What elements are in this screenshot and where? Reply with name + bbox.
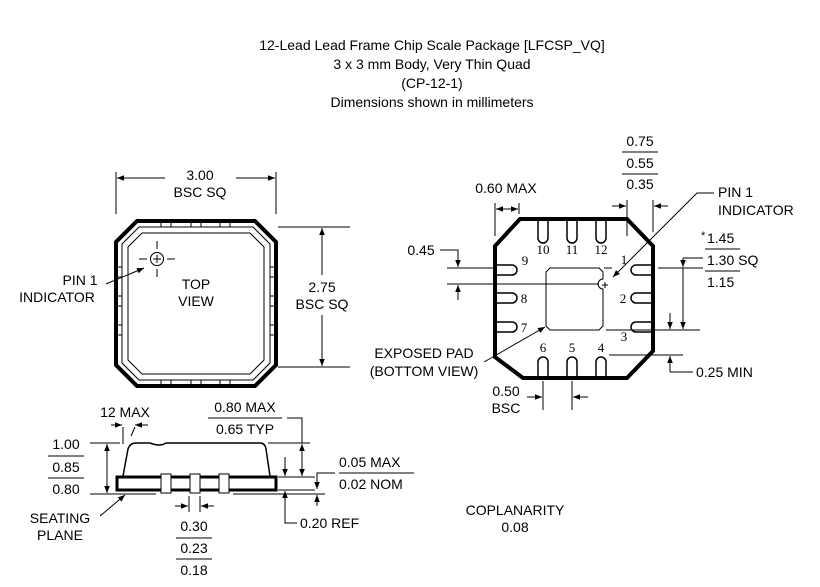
side-view: 1.00 0.85 0.80 12 MAX 0.80 MAX 0.65 TYP … [30,399,414,578]
pin-12-label: 12 [595,242,608,257]
body-height-typ: 0.65 TYP [216,421,274,437]
pin-2-label: 2 [620,291,627,306]
pad-clearance-label: 0.25 MIN [696,364,753,380]
standoff-max: 0.05 MAX [339,454,401,470]
title-line-2: 3 x 3 mm Body, Very Thin Quad [333,56,530,72]
exposed-pad-label-2: (BOTTOM VIEW) [370,363,479,379]
ref-label: 0.20 REF [300,515,359,531]
exposed-pad-label-1: EXPOSED PAD [374,345,473,361]
top-width-note: BSC SQ [174,184,227,200]
angle-label: 12 MAX [100,404,150,420]
top-pin1-label-1: PIN 1 [62,272,97,288]
standoff-nom: 0.02 NOM [339,476,403,492]
pin-4-label: 4 [598,340,605,355]
pin-7-label: 7 [521,320,528,335]
lead-length-nom: 0.55 [626,155,653,171]
pin-8-label: 8 [521,291,528,306]
pin-9-label: 9 [522,253,529,268]
pad-size-star: * [701,230,706,242]
coplanarity-note: COPLANARITY 0.08 [466,502,565,535]
pad-size-min: 1.15 [707,274,734,290]
pin-numbers: 10 11 12 6 5 4 9 8 7 1 2 3 [521,242,628,355]
top-lead-marks [116,221,276,386]
bottom-pin1-label-1: PIN 1 [718,184,753,200]
bottom-view: 10 11 12 6 5 4 9 8 7 1 2 3 0.60 MAX 0.75… [370,133,794,416]
pad-size-nom: 1.30 SQ [707,252,758,268]
height-min: 0.80 [52,481,79,497]
title-block: 12-Lead Lead Frame Chip Scale Package [L… [259,37,605,110]
title-line-4: Dimensions shown in millimeters [330,94,533,110]
lead-width-max: 0.30 [180,518,207,534]
bottom-pin1-label-2: INDICATOR [718,202,794,218]
top-view: PIN 1 INDICATOR TOP VIEW 3.00 BSC SQ 2.7… [19,167,350,388]
top-view-label-1: TOP [182,276,211,292]
seating-label-2: PLANE [37,527,83,543]
lead-length-max: 0.75 [626,133,653,149]
coplanarity-value: 0.08 [501,519,528,535]
pin-5-label: 5 [569,340,576,355]
coplanarity-label: COPLANARITY [466,502,565,518]
seating-label-1: SEATING [30,510,90,526]
lead-length-min: 0.35 [626,176,653,192]
lead-width-nom: 0.23 [180,540,207,556]
top-inner-note: BSC SQ [296,296,349,312]
title-line-3: (CP-12-1) [401,75,462,91]
pitch-offset-label: 0.45 [407,242,434,258]
pin-10-label: 10 [537,242,550,257]
pad-size-max: 1.45 [707,230,734,246]
exposed-pad [545,267,604,331]
pin1-indicator-icon [139,241,175,277]
pin-1-label: 1 [621,252,628,267]
pin-3-label: 3 [621,329,628,344]
body-height-max: 0.80 MAX [214,399,276,415]
corner-max-label: 0.60 MAX [475,180,537,196]
top-width-value: 3.00 [186,167,213,183]
bottom-leads [495,219,653,378]
pin-6-label: 6 [540,340,547,355]
height-max: 1.00 [52,436,79,452]
pin-11-label: 11 [566,242,579,257]
pitch-value: 0.50 [492,383,519,399]
lead-width-min: 0.18 [180,562,207,578]
height-nom: 0.85 [52,459,79,475]
title-line-1: 12-Lead Lead Frame Chip Scale Package [L… [259,37,605,53]
top-pin1-label-2: INDICATOR [19,289,95,305]
top-inner-value: 2.75 [308,279,335,295]
top-view-label-2: VIEW [178,293,215,309]
pitch-note: BSC [492,400,521,416]
